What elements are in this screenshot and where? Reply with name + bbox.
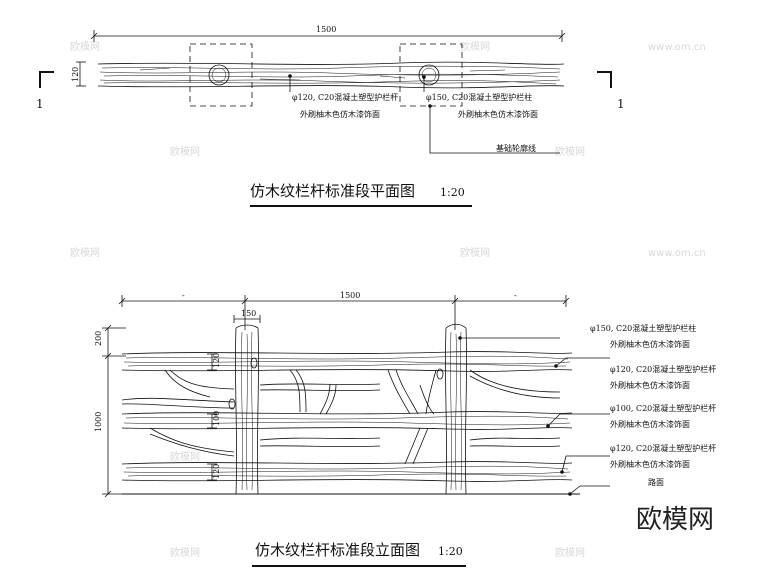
- post-right: [436, 323, 467, 495]
- plan-title-scale: 1:20: [440, 186, 465, 199]
- plan-span-label: 1500: [316, 25, 336, 34]
- dimension-tick: [118, 297, 126, 305]
- branch-infill: [121, 369, 561, 465]
- post-section: [418, 64, 440, 86]
- elev-callout-mid-finish: 外刷柚木色仿木漆饰面: [610, 419, 690, 429]
- plan-depth-label: 120: [71, 67, 80, 82]
- leader-line: [429, 106, 560, 154]
- leader-line: [569, 485, 610, 495]
- watermark: www.om.cn: [648, 42, 706, 53]
- top-rail: [121, 351, 573, 372]
- elev-callout-ground: 路面: [648, 477, 664, 487]
- post-grain: [211, 67, 227, 83]
- post-left: [228, 324, 259, 495]
- leader-dot: [458, 336, 462, 340]
- watermark: 欧模网: [70, 41, 100, 53]
- elev-dim-rail-mid: 100: [212, 411, 221, 426]
- watermark: 欧模网: [70, 247, 100, 259]
- dimension-tick: [558, 32, 566, 40]
- watermark: 欧模网: [170, 146, 200, 158]
- leader-line: [547, 413, 610, 427]
- elev-dim-rail-bot: 120: [212, 464, 221, 479]
- elev-span-label: 1500: [340, 291, 360, 300]
- elev-title-text: 仿木纹栏杆标准段立面图: [255, 541, 420, 559]
- elevation-callouts: φ150, C20混凝土塑型护栏柱 外刷柚木色仿木漆饰面 φ120, C20混凝…: [590, 323, 716, 487]
- plan-rail: [97, 61, 565, 89]
- plan-callout-rail: φ120, C20混凝土塑型护栏杆: [292, 92, 398, 102]
- section-mark-label: 1: [617, 97, 625, 111]
- elev-callout-rail: φ120, C20混凝土塑型护栏杆: [610, 364, 716, 374]
- dimension-tick: [104, 490, 112, 498]
- dimension-tick: [562, 297, 570, 305]
- elev-dim-left: -: [182, 291, 185, 300]
- plan-callout-post-finish: 外刷柚木色仿木漆饰面: [458, 109, 538, 119]
- watermark: 欧模网: [460, 41, 490, 53]
- elev-callout-bottom: φ120, C20混凝土塑型护栏杆: [610, 443, 716, 453]
- watermark: 欧模网: [170, 451, 200, 463]
- bottom-rail: [121, 461, 573, 482]
- watermark: 欧模网: [460, 247, 490, 259]
- plan-callout-foundation: 基础轮廓线: [496, 143, 536, 153]
- mid-rail: [121, 411, 573, 430]
- plan-title: 仿木纹栏杆标准段平面图 1:20: [250, 182, 472, 207]
- elev-post-width: 150: [241, 309, 256, 318]
- watermarks: 欧模网 欧模网 www.om.cn 欧模网 欧模网 欧模网 欧模网 www.om…: [70, 41, 706, 559]
- leader-dot: [422, 75, 426, 79]
- plan-callout-post: φ150, C20混凝土塑型护栏柱: [426, 92, 532, 102]
- plan-view: 1500 120 1 1: [36, 25, 625, 154]
- elevation-view: [102, 295, 610, 498]
- leader-dot: [560, 470, 564, 474]
- elev-dim-rail-top: 120: [212, 353, 221, 368]
- elev-callout-post-finish: 外刷柚木色仿木漆饰面: [610, 339, 690, 349]
- leader-dot: [428, 104, 432, 108]
- watermark: 欧模网: [555, 547, 585, 559]
- elev-dim-top: 200: [94, 331, 103, 346]
- elevation-dimension-labels: - 1500 - 150 200 1000 120 100 120: [94, 291, 517, 479]
- plan-title-text: 仿木纹栏杆标准段平面图: [250, 182, 415, 200]
- dimension-tick: [104, 352, 112, 360]
- dimension-tick: [90, 32, 98, 40]
- dimension-tick: [104, 324, 112, 332]
- leader-dot: [568, 492, 572, 496]
- section-mark: [597, 71, 612, 88]
- post-section: [208, 64, 230, 86]
- leader-dot: [554, 364, 558, 368]
- watermark: www.om.cn: [648, 248, 706, 259]
- leader-line: [555, 357, 610, 367]
- section-mark: [39, 71, 54, 88]
- leader-dot: [288, 74, 292, 78]
- watermark: 欧模网: [555, 146, 585, 158]
- dimension-tick: [451, 297, 459, 305]
- elev-dim-height: 1000: [94, 412, 103, 432]
- brand-logo: 欧模网: [636, 505, 714, 535]
- footing-outline: [189, 43, 253, 107]
- elev-dim-right: -: [514, 291, 517, 300]
- plan-callout-rail-finish: 外刷柚木色仿木漆饰面: [300, 109, 380, 119]
- plan-callouts: φ120, C20混凝土塑型护栏杆 外刷柚木色仿木漆饰面 φ150, C20混凝…: [292, 92, 538, 153]
- elevation-title: 仿木纹栏杆标准段立面图 1:20: [252, 541, 466, 567]
- leader-dot: [546, 424, 550, 428]
- elev-callout-rail-finish: 外刷柚木色仿木漆饰面: [610, 380, 690, 390]
- elev-title-scale: 1:20: [438, 545, 463, 558]
- elev-callout-post: φ150, C20混凝土塑型护栏柱: [590, 323, 696, 333]
- post-grain: [421, 67, 437, 83]
- elev-callout-bottom-finish: 外刷柚木色仿木漆饰面: [610, 459, 690, 469]
- section-mark-label: 1: [36, 97, 44, 111]
- dimension-tick: [241, 297, 249, 305]
- elev-callout-mid: φ100, C20混凝土塑型护栏杆: [610, 403, 716, 413]
- watermark: 欧模网: [170, 547, 200, 559]
- leader-line: [561, 455, 610, 473]
